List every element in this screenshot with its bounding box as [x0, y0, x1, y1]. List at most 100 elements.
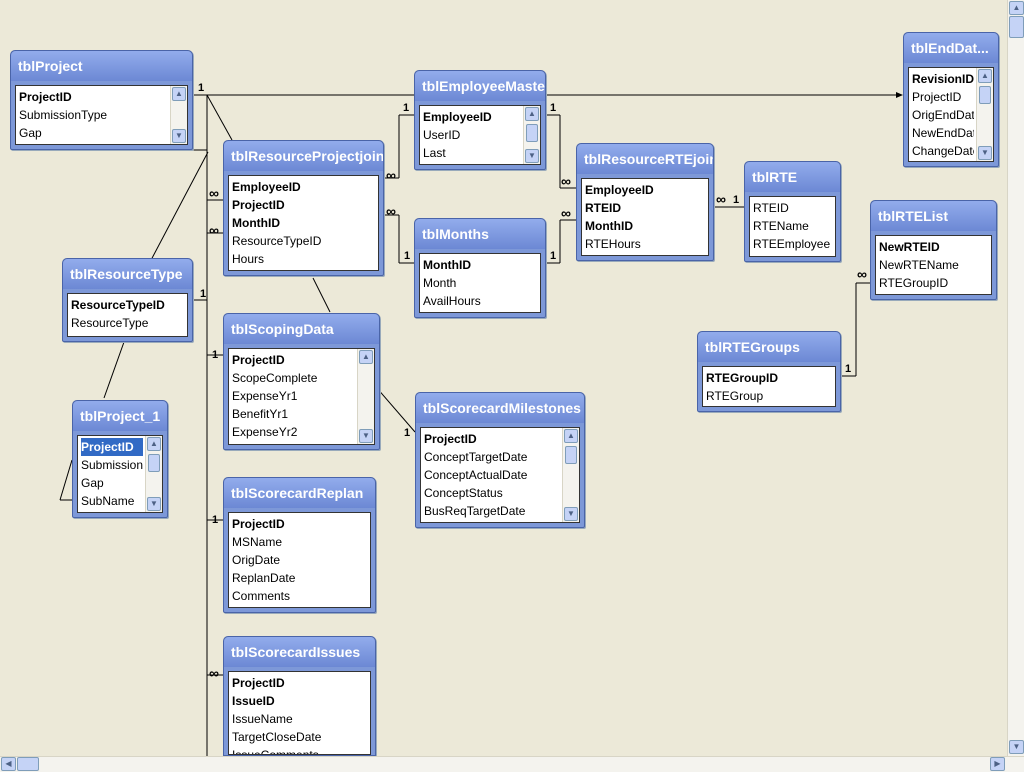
- table-tblEndDate[interactable]: tblEndDat... RevisionID ProjectID OrigEn…: [903, 32, 999, 167]
- table-tblRTEList[interactable]: tblRTEList NewRTEID NewRTEName RTEGroupI…: [870, 200, 997, 300]
- scroll-down-icon[interactable]: ▼: [172, 129, 186, 143]
- field-scrollbar[interactable]: ▲ ▼: [523, 106, 540, 164]
- field-scrollbar[interactable]: ▲ ▼: [357, 349, 374, 444]
- scroll-up-icon[interactable]: ▲: [1009, 1, 1024, 15]
- scroll-down-icon[interactable]: ▼: [978, 146, 992, 160]
- table-title[interactable]: tblResourceRTEjoin: [577, 144, 713, 174]
- field-item[interactable]: BusReqTargetDate: [424, 504, 526, 518]
- field-item[interactable]: OrigEndDate: [912, 108, 974, 122]
- table-title[interactable]: tblScorecardReplan: [224, 478, 375, 508]
- table-tblResourceType[interactable]: tblResourceType ResourceTypeID ResourceT…: [62, 258, 193, 342]
- field-item[interactable]: ConceptActualDate: [424, 468, 528, 482]
- field-item[interactable]: EmployeeID: [423, 110, 492, 124]
- scroll-up-icon[interactable]: ▲: [978, 69, 992, 83]
- field-item[interactable]: ConceptTargetDate: [424, 450, 528, 464]
- window-horizontal-scrollbar[interactable]: ◀ ▶: [0, 756, 1024, 772]
- scroll-thumb[interactable]: [565, 446, 577, 464]
- field-item[interactable]: ProjectID: [19, 90, 72, 104]
- field-item[interactable]: TargetCloseDate: [232, 730, 322, 744]
- field-item[interactable]: UserID: [423, 128, 461, 142]
- field-item[interactable]: ProjectID: [232, 353, 285, 367]
- scroll-thumb[interactable]: [148, 454, 160, 472]
- field-item[interactable]: OrigDate: [232, 553, 281, 567]
- field-item[interactable]: ProjectID: [424, 432, 477, 446]
- field-item[interactable]: ResourceType: [71, 316, 149, 330]
- field-item[interactable]: Last: [423, 146, 446, 160]
- table-tblProject[interactable]: tblProject ProjectID SubmissionType Gap …: [10, 50, 193, 150]
- field-item[interactable]: Month: [423, 276, 457, 290]
- field-item[interactable]: ResourceTypeID: [232, 234, 322, 248]
- field-item[interactable]: IssueName: [232, 712, 293, 726]
- field-item[interactable]: RTEName: [753, 219, 809, 233]
- table-title[interactable]: tblProject_1: [73, 401, 167, 431]
- field-scrollbar[interactable]: ▲ ▼: [976, 68, 993, 161]
- table-tblScopingData[interactable]: tblScopingData ProjectID ScopeComplete E…: [223, 313, 380, 450]
- field-item[interactable]: ResourceTypeID: [71, 298, 165, 312]
- scroll-up-icon[interactable]: ▲: [564, 429, 578, 443]
- field-item[interactable]: NewRTEID: [879, 240, 940, 254]
- table-title[interactable]: tblProject: [11, 51, 192, 81]
- table-tblScorecardIssues[interactable]: tblScorecardIssues ProjectID IssueID Iss…: [223, 636, 376, 756]
- field-scrollbar[interactable]: ▲ ▼: [170, 86, 187, 144]
- field-item[interactable]: EmployeeID: [232, 180, 301, 194]
- field-item[interactable]: SubmissionType: [19, 108, 108, 122]
- field-item[interactable]: RTEID: [585, 201, 621, 215]
- field-item[interactable]: IssueID: [232, 694, 275, 708]
- scroll-left-icon[interactable]: ◀: [1, 757, 16, 771]
- scroll-down-icon[interactable]: ▼: [147, 497, 161, 511]
- scroll-right-icon[interactable]: ▶: [990, 757, 1005, 771]
- field-item[interactable]: SubmissionTyp: [81, 458, 143, 472]
- table-title[interactable]: tblRTEGroups: [698, 332, 840, 362]
- field-item[interactable]: RTEID: [753, 201, 789, 215]
- table-tblRTEGroups[interactable]: tblRTEGroups RTEGroupID RTEGroup: [697, 331, 841, 412]
- field-item[interactable]: Gap: [19, 126, 42, 140]
- field-item[interactable]: RevisionID: [912, 72, 974, 86]
- scroll-down-icon[interactable]: ▼: [1009, 740, 1024, 754]
- scroll-thumb[interactable]: [1009, 16, 1024, 38]
- field-item[interactable]: Hours: [232, 252, 265, 266]
- table-title[interactable]: tblScorecardIssues: [224, 637, 375, 667]
- field-item[interactable]: MonthID: [585, 219, 633, 233]
- field-item[interactable]: ProjectID: [232, 676, 285, 690]
- field-item[interactable]: MonthID: [423, 258, 471, 272]
- field-item[interactable]: ProjectID: [232, 517, 285, 531]
- field-item[interactable]: MonthID: [232, 216, 280, 230]
- field-item[interactable]: ExpenseYr1: [232, 389, 298, 403]
- table-tblResourceProjectjoin[interactable]: tblResourceProjectjoin EmployeeID Projec…: [223, 140, 384, 276]
- field-item[interactable]: RTEHours: [585, 237, 641, 251]
- scroll-down-icon[interactable]: ▼: [525, 149, 539, 163]
- field-item[interactable]: RTEEmployee: [753, 237, 831, 251]
- field-item[interactable]: BenefitYr1: [232, 407, 289, 421]
- field-item[interactable]: NewEndDate: [912, 126, 974, 140]
- table-title[interactable]: tblScopingData: [224, 314, 379, 344]
- table-tblMonths[interactable]: tblMonths MonthID Month AvailHours: [414, 218, 546, 318]
- scroll-up-icon[interactable]: ▲: [147, 437, 161, 451]
- scroll-thumb[interactable]: [526, 124, 538, 142]
- field-item[interactable]: AvailHours: [423, 294, 481, 308]
- field-item[interactable]: ConceptStatus: [424, 486, 503, 500]
- table-tblEmployeeMaster[interactable]: tblEmployeeMaster EmployeeID UserID Last…: [414, 70, 546, 170]
- field-item-selected[interactable]: ProjectID: [81, 438, 143, 456]
- scroll-thumb[interactable]: [979, 86, 991, 104]
- scroll-up-icon[interactable]: ▲: [172, 87, 186, 101]
- table-title[interactable]: tblRTEList: [871, 201, 996, 231]
- scroll-up-icon[interactable]: ▲: [359, 350, 373, 364]
- field-item[interactable]: Gap: [81, 476, 104, 490]
- field-item[interactable]: IssueComments: [232, 748, 319, 755]
- field-item[interactable]: RTEGroupID: [879, 276, 949, 290]
- field-item[interactable]: ScopeComplete: [232, 371, 318, 385]
- field-item[interactable]: RTEGroupID: [706, 371, 778, 385]
- field-item[interactable]: ProjectID: [232, 198, 285, 212]
- scroll-down-icon[interactable]: ▼: [564, 507, 578, 521]
- table-title[interactable]: tblRTE: [745, 162, 840, 192]
- field-item[interactable]: ProjectID: [912, 90, 962, 104]
- field-scrollbar[interactable]: ▲ ▼: [145, 436, 162, 512]
- field-scrollbar[interactable]: ▲ ▼: [562, 428, 579, 522]
- scroll-up-icon[interactable]: ▲: [525, 107, 539, 121]
- scroll-thumb[interactable]: [17, 757, 39, 771]
- field-item[interactable]: SubName: [81, 494, 135, 508]
- scroll-down-icon[interactable]: ▼: [359, 429, 373, 443]
- table-title[interactable]: tblEndDat...: [904, 33, 998, 63]
- table-title[interactable]: tblScorecardMilestones: [416, 393, 584, 423]
